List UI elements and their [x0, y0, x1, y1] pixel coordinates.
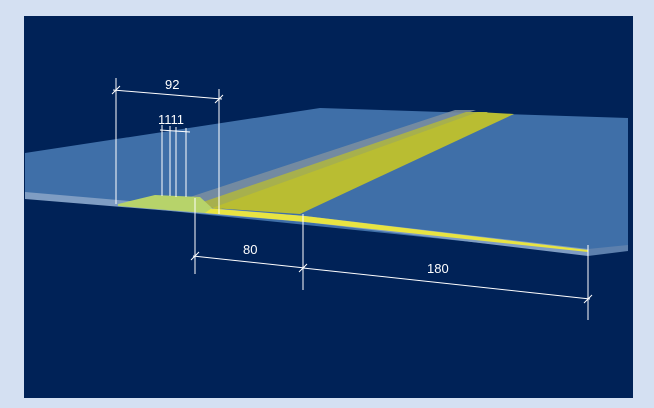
dimension-label-80: 80 [243, 242, 257, 257]
dimension-top-small [159, 125, 191, 197]
strip-yellow-edge [205, 208, 588, 252]
ground-right-edge [588, 245, 628, 256]
dimension-top-total [111, 78, 224, 214]
dimension-label-92: 92 [165, 77, 179, 92]
dimension-label-1111: 1111 [158, 112, 184, 127]
strip-yellow-band [212, 112, 514, 214]
dimension-label-180: 180 [427, 261, 449, 276]
dimension-bottom [190, 198, 593, 320]
strip-light-green [118, 195, 212, 213]
